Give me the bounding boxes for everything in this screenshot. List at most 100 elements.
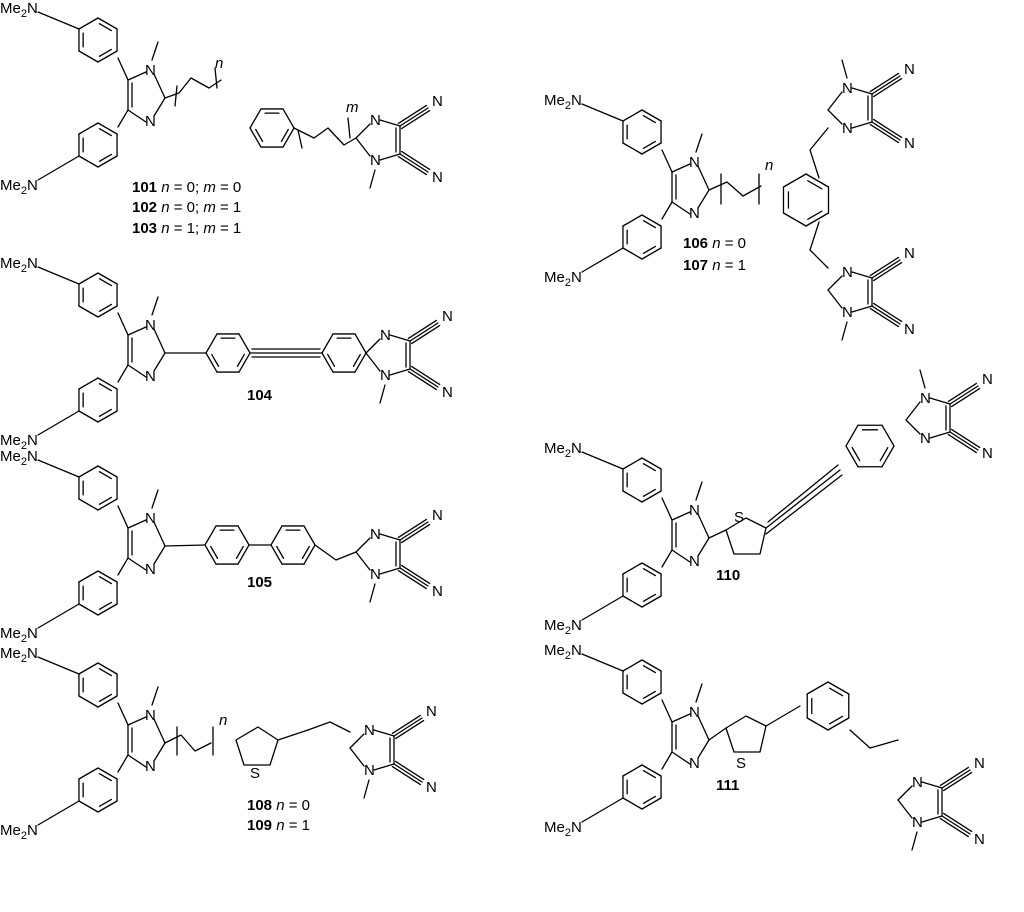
aryl-imidazole-bond bbox=[117, 312, 129, 336]
benzene-double-bond bbox=[98, 693, 113, 702]
aryl-ring-bottom bbox=[78, 603, 99, 616]
aryl-ring-top bbox=[97, 272, 118, 285]
alkyne-110 bbox=[767, 464, 839, 523]
thiophene bbox=[235, 726, 279, 766]
aryl-imidazole-bond bbox=[117, 57, 129, 81]
amine-aryl-bond bbox=[37, 656, 80, 675]
benzene-double-bond bbox=[828, 687, 844, 697]
benzene-double-bond bbox=[98, 576, 113, 585]
thiophene-111 bbox=[725, 715, 767, 753]
acceptor-bond bbox=[349, 747, 365, 767]
benzene-double-bond bbox=[98, 798, 113, 807]
acceptor-n-methyl bbox=[911, 831, 918, 851]
imidazole-bond bbox=[127, 519, 147, 529]
nitrile-bond bbox=[869, 307, 900, 328]
benzene-double-bond bbox=[642, 140, 657, 149]
nitrile-nitrogen-label: N bbox=[974, 755, 985, 772]
central-phenyl-106 bbox=[805, 212, 830, 227]
central-phenyl bbox=[249, 127, 262, 148]
imid-thiophene bbox=[708, 727, 727, 741]
imidazole-bond bbox=[697, 739, 710, 759]
benzene-double-bond bbox=[851, 446, 861, 462]
aryl-ring-bottom bbox=[97, 800, 118, 813]
amine-aryl-bond bbox=[581, 103, 624, 122]
aryl-ring-top bbox=[622, 142, 643, 155]
nitrile-nitrogen-label: N bbox=[974, 831, 985, 848]
aryl-ring-bottom bbox=[641, 595, 662, 608]
benzene-double-bond bbox=[210, 545, 219, 560]
vinylene-108b bbox=[307, 721, 351, 733]
aryl-ring-bottom bbox=[641, 562, 662, 575]
dimethylamino-label: Me2N bbox=[0, 255, 38, 275]
n-methyl-bond bbox=[695, 683, 703, 703]
benzene-double-bond bbox=[98, 408, 113, 417]
benzene-double-bond bbox=[828, 715, 844, 725]
acceptor-n1-label: N bbox=[370, 566, 381, 583]
aryl-ring-top bbox=[78, 465, 99, 478]
nitrile-bond bbox=[942, 812, 973, 833]
nitrile-bond bbox=[950, 387, 981, 408]
aryl-ring-top bbox=[641, 109, 662, 122]
benzene-double-bond bbox=[98, 303, 113, 312]
nitrile-nitrogen-label: N bbox=[904, 61, 915, 78]
imid-thiophene bbox=[708, 529, 727, 539]
dimethylamino-label: Me2N bbox=[544, 642, 582, 662]
imidazole-bond bbox=[153, 97, 166, 117]
aryl-ring-top bbox=[78, 305, 99, 318]
imidazole-bond bbox=[127, 716, 147, 726]
acceptor-bond bbox=[379, 153, 401, 161]
benzene-double-bond bbox=[276, 545, 285, 560]
amine-aryl-bond bbox=[37, 410, 80, 436]
benzene-double-bond bbox=[98, 773, 113, 782]
nitrile-nitrogen-label: N bbox=[442, 308, 453, 325]
acceptor-bond bbox=[355, 537, 371, 553]
imidazole-bond bbox=[671, 201, 691, 215]
amine-aryl-bond bbox=[37, 155, 80, 181]
aryl-ring-top bbox=[78, 662, 99, 675]
aryl-ring-bottom bbox=[622, 562, 643, 575]
acceptor-bond bbox=[921, 781, 943, 789]
nitrile-bond bbox=[400, 523, 431, 544]
phenyl-104-b bbox=[321, 352, 334, 373]
imidazole-bond bbox=[697, 715, 710, 741]
n-methyl-bond bbox=[695, 481, 703, 501]
acceptor-n-methyl bbox=[369, 583, 376, 603]
acceptor-bond bbox=[379, 119, 401, 127]
acceptor-n-methyl bbox=[379, 384, 386, 404]
central-phenyl bbox=[282, 127, 295, 148]
phenyl-105-b bbox=[270, 544, 283, 565]
acceptor-bond bbox=[897, 785, 913, 801]
vinylene-111 bbox=[849, 729, 899, 749]
imidazole-n1-label: N bbox=[689, 502, 700, 519]
phenyl-111 bbox=[806, 717, 829, 731]
nitrile-nitrogen-label: N bbox=[432, 507, 443, 524]
imidazole-bond bbox=[671, 163, 691, 173]
nitrile-bond bbox=[399, 521, 429, 541]
acceptor-n3-label: N bbox=[364, 722, 375, 739]
benzene-double-bond bbox=[235, 545, 244, 560]
benzene-double-bond bbox=[642, 795, 657, 804]
nitrile-bond bbox=[407, 370, 438, 391]
aryl-ring-bottom bbox=[78, 155, 99, 168]
benzene-double-bond bbox=[642, 220, 657, 229]
compound-label-108: 108 n = 0 bbox=[247, 797, 310, 814]
phenyl-104-a bbox=[238, 352, 251, 373]
central-phenyl-106 bbox=[782, 173, 807, 188]
compound-label-106: 106 n = 0 bbox=[683, 235, 746, 252]
bracket bbox=[347, 117, 351, 139]
phenyl-104-a bbox=[205, 333, 218, 354]
phenyl-110 bbox=[845, 424, 859, 447]
imidazole-n3-label: N bbox=[689, 553, 700, 570]
benzene-double-bond bbox=[642, 488, 657, 497]
thiophene-aryl bbox=[765, 705, 801, 727]
imidazole-n3-label: N bbox=[145, 113, 156, 130]
aryl-ring-bottom bbox=[97, 155, 118, 168]
nitrile-bond bbox=[947, 433, 978, 454]
acceptor-n3-label: N bbox=[842, 264, 853, 281]
nitrile-bond bbox=[399, 107, 429, 127]
dimethylamino-label: Me2N bbox=[0, 822, 38, 842]
benzene-double-bond bbox=[98, 496, 113, 505]
acceptor-bond bbox=[827, 91, 843, 111]
repeat-m-label: m bbox=[346, 99, 359, 116]
compound-label-101: 101 n = 0; m = 0 bbox=[132, 179, 241, 196]
